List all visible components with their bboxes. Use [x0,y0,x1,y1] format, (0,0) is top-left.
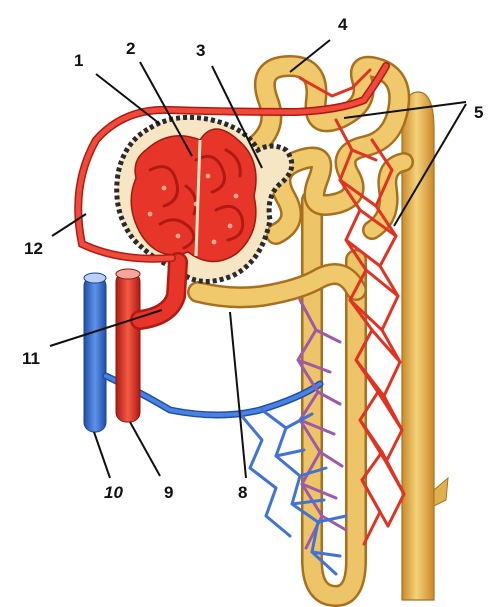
label-12: 12 [24,239,43,258]
label-11: 11 [22,349,40,368]
label-3: 3 [196,41,206,60]
label-2: 2 [126,39,136,58]
label-8: 8 [238,483,248,502]
leader-lines [49,39,467,479]
label-4: 4 [338,15,348,34]
renal-artery [115,252,188,423]
label-5: 5 [474,103,484,122]
label-9: 9 [164,483,174,502]
label-10: 10 [104,483,123,502]
glomerulus [130,128,257,263]
efferent-arteriole [74,62,390,263]
label-1: 1 [74,51,84,70]
loop-of-henle [301,189,367,607]
capillary-network [238,68,406,576]
